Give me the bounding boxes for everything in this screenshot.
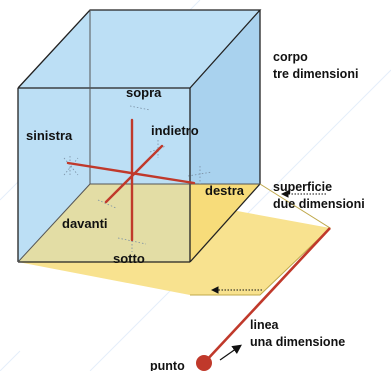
cube-edges	[17, 9, 262, 263]
surface-label-line1: superficie	[273, 180, 332, 194]
cube-front-face	[18, 88, 190, 262]
body-label-line1: corpo	[273, 50, 308, 64]
point-label: punto	[150, 359, 185, 371]
depth-axis	[104, 144, 164, 204]
surface-label-line2: due dimensioni	[273, 197, 365, 211]
cube-hidden-edges	[17, 10, 260, 263]
horizontal-axis	[66, 161, 196, 185]
label-back: indietro	[151, 123, 199, 138]
line-label-line1: linea	[250, 318, 280, 332]
point-arrow	[219, 344, 242, 361]
direction-axes	[66, 118, 196, 242]
body-label-line2: tre dimensioni	[273, 67, 358, 81]
cube-floor	[18, 184, 260, 262]
label-right: destra	[205, 183, 245, 198]
line-label-line2: una dimensione	[250, 335, 345, 349]
cube-left-face	[18, 10, 90, 262]
label-down: sotto	[113, 251, 145, 266]
dimension-line	[203, 227, 331, 364]
point-dot	[196, 355, 212, 371]
label-left: sinistra	[26, 128, 73, 143]
label-up: sopra	[126, 85, 162, 100]
surface-outline	[190, 183, 331, 296]
label-front: davanti	[62, 216, 108, 231]
